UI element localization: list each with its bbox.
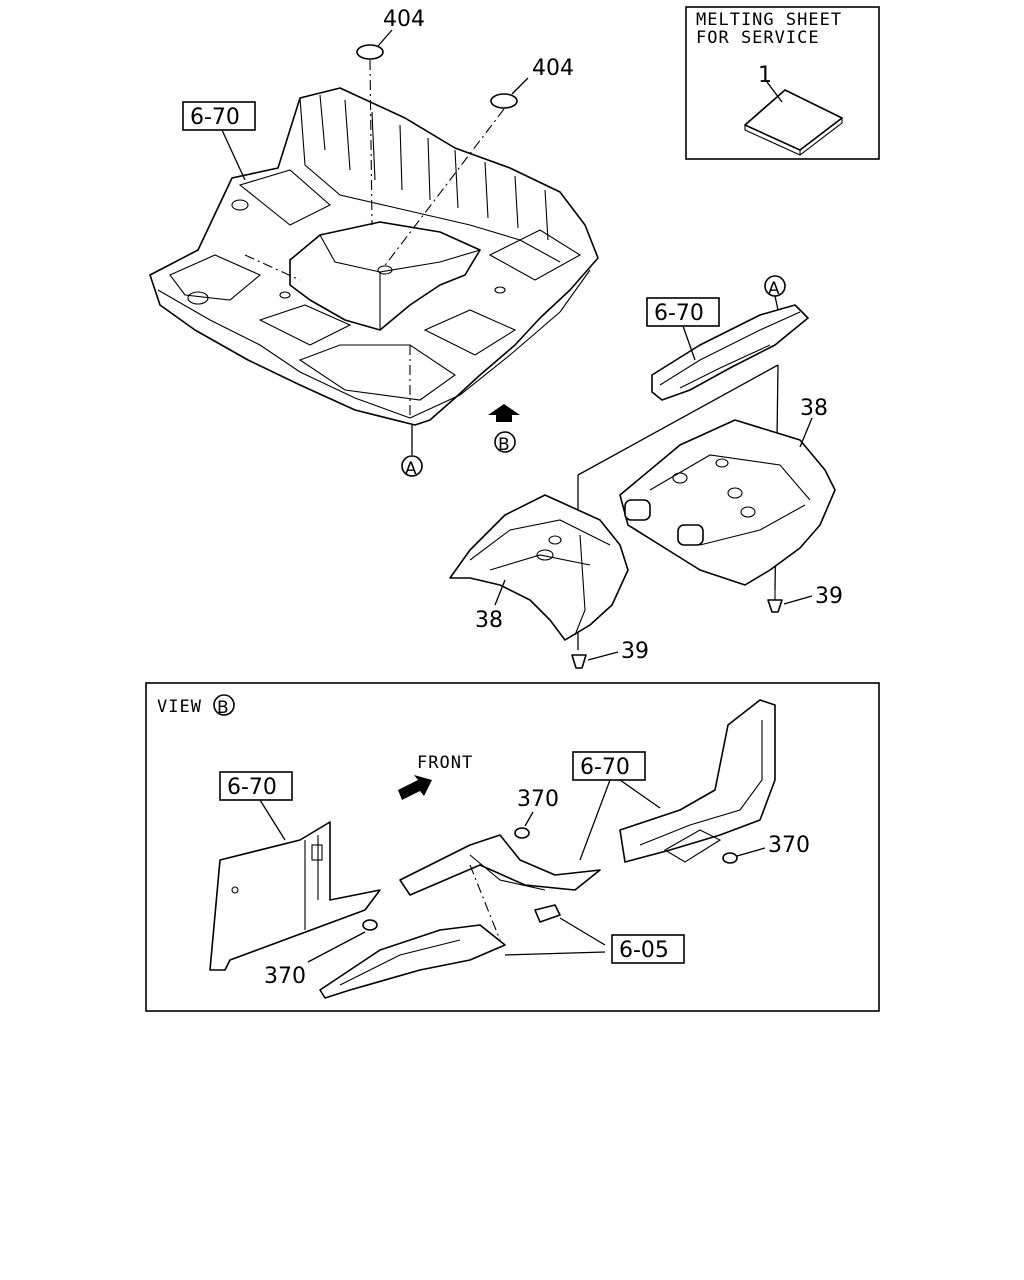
crossmember-6-70: A 6-70 bbox=[646, 275, 809, 401]
callout-6-70-member: 6-70 bbox=[654, 301, 704, 326]
melting-sheet-icon bbox=[744, 89, 843, 156]
callout-370-right: 370 bbox=[768, 833, 810, 858]
callout-6-70-view-right: 6-70 bbox=[580, 755, 630, 780]
mark-a-top: A bbox=[768, 279, 780, 299]
callout-6-05: 6-05 bbox=[619, 938, 669, 963]
callout-38-right: 38 bbox=[800, 396, 828, 421]
floor-panel-assembly bbox=[149, 87, 599, 426]
melting-sheet-service-box: MELTING SHEET FOR SERVICE 1 bbox=[685, 6, 880, 160]
callout-39-right: 39 bbox=[815, 584, 843, 609]
callout-6-70-floor: 6-70 bbox=[190, 105, 240, 130]
plug-404-second: 404 bbox=[382, 56, 574, 269]
heat-shield-38-right: 38 bbox=[619, 396, 836, 586]
reference-mark-a-bottom: A bbox=[401, 425, 423, 479]
callout-6-70-view-left: 6-70 bbox=[227, 775, 277, 800]
callout-box-6-70-floor: 6-70 bbox=[182, 101, 256, 181]
front-arrow-icon bbox=[398, 775, 432, 800]
mark-b-arrow: B bbox=[498, 435, 510, 455]
view-letter: B bbox=[217, 698, 229, 718]
view-b-arrow: B bbox=[488, 404, 520, 455]
service-box-line2: FOR SERVICE bbox=[696, 28, 820, 48]
callout-39-left: 39 bbox=[621, 639, 649, 664]
callout-370-top: 370 bbox=[517, 787, 559, 812]
bolt-39-left: 39 bbox=[571, 639, 649, 669]
mark-a-bottom: A bbox=[405, 459, 417, 479]
callout-404-b: 404 bbox=[532, 56, 574, 81]
callout-38-left: 38 bbox=[475, 608, 503, 633]
callout-370-bottom: 370 bbox=[264, 964, 306, 989]
callout-404-a: 404 bbox=[383, 7, 425, 32]
callout-1: 1 bbox=[758, 63, 772, 88]
view-b-frame: VIEW B FRONT 6-70 370 6-05 370 bbox=[145, 682, 880, 1012]
front-label: FRONT bbox=[417, 753, 473, 773]
bolt-39-right: 39 bbox=[767, 584, 843, 613]
plug-404-top: 404 bbox=[356, 7, 425, 226]
view-label: VIEW bbox=[157, 697, 202, 717]
service-box-line1: MELTING SHEET bbox=[696, 10, 842, 30]
heat-shield-38-left: 38 bbox=[449, 494, 629, 641]
